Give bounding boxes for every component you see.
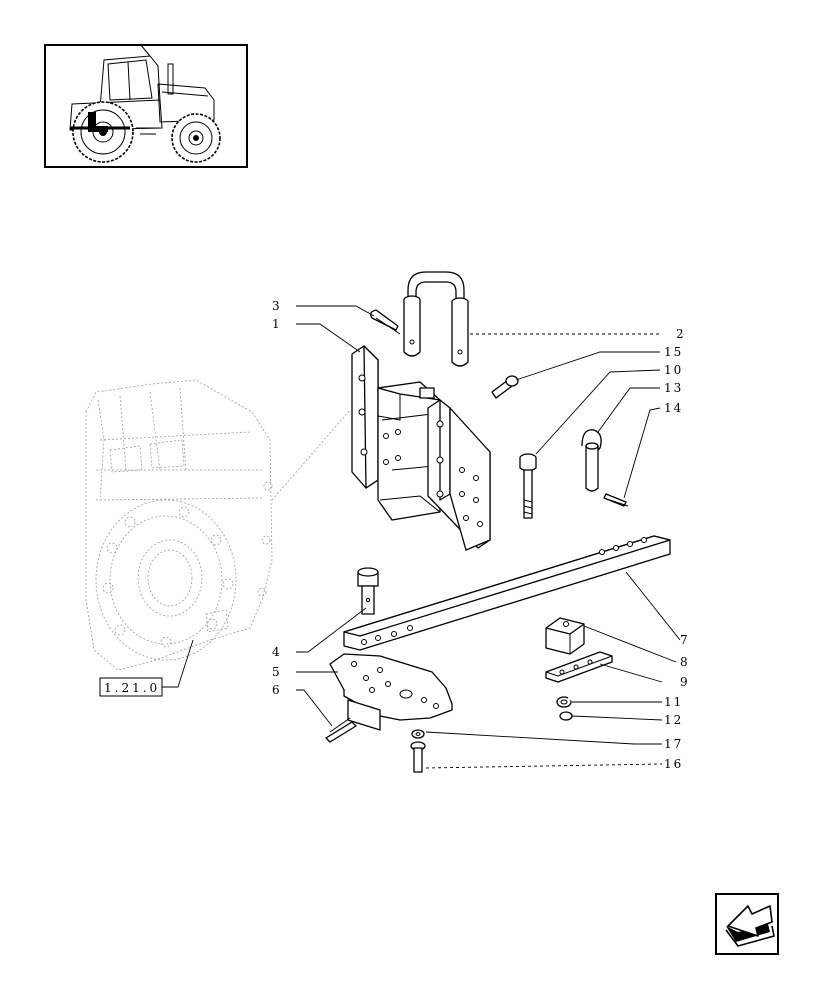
part-labels: 3 1 4 5 6 2 15 10 13 14 7 8 9 11 12 17 1… — [272, 299, 690, 771]
transmission-housing-outline — [85, 379, 351, 671]
reference-box[interactable]: 1.21.0 — [99, 639, 194, 697]
part-16-bolt — [410, 741, 426, 773]
part-12-nut — [559, 711, 573, 721]
reference-box-label: 1.21.0 — [104, 681, 160, 695]
label-part-5: 5 — [272, 665, 282, 679]
label-part-16: 16 — [664, 757, 683, 771]
label-part-10: 10 — [664, 363, 683, 377]
label-part-15: 15 — [664, 345, 683, 359]
label-part-6: 6 — [272, 683, 282, 697]
label-part-2: 2 — [676, 327, 686, 341]
label-part-11: 11 — [664, 695, 683, 709]
label-part-3: 3 — [272, 299, 282, 313]
label-part-13: 13 — [664, 381, 683, 395]
part-3-r-clip — [370, 309, 401, 335]
part-14-clip — [603, 493, 629, 507]
label-part-17: 17 — [664, 737, 683, 751]
next-page-arrow-icon[interactable] — [715, 893, 779, 955]
label-part-14: 14 — [664, 401, 683, 415]
part-2-u-pin — [403, 271, 469, 367]
part-7-drawbar — [343, 535, 671, 651]
label-part-1: 1 — [272, 317, 282, 331]
part-17-washer — [411, 729, 425, 739]
tractor-thumbnail-icon[interactable] — [44, 43, 248, 168]
part-11-split-ring — [556, 696, 573, 708]
part-8-spacer-block — [545, 617, 585, 655]
label-part-4: 4 — [272, 645, 282, 659]
label-part-9: 9 — [680, 675, 690, 689]
label-part-12: 12 — [664, 713, 683, 727]
part-10-long-bolt — [519, 453, 537, 519]
part-5-support-plate — [329, 653, 453, 731]
part-6-clip — [325, 717, 357, 743]
part-13-linch-pin — [581, 429, 602, 492]
label-part-8: 8 — [680, 655, 690, 669]
part-9-small-plate — [545, 651, 613, 683]
part-15-short-bolt — [491, 375, 519, 399]
leader-lines — [296, 305, 681, 769]
label-part-7: 7 — [680, 633, 690, 647]
part-1-hitch-bracket — [351, 345, 491, 551]
part-4-bolt — [357, 567, 379, 615]
